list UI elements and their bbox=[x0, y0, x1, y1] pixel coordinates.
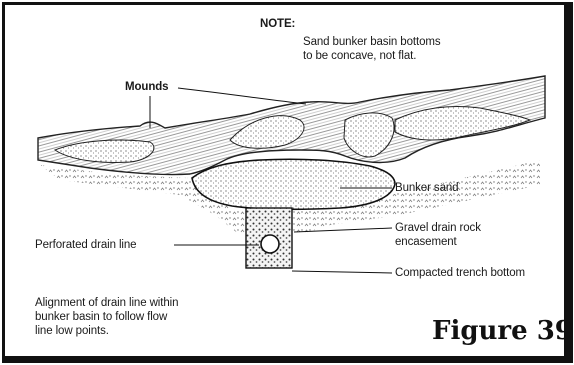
bunker-sand-label: Bunker sand bbox=[395, 181, 458, 195]
alignment-note-line-3: line low points. bbox=[35, 324, 109, 338]
compacted-leader bbox=[292, 271, 392, 273]
figure-label: Figure 39 bbox=[432, 316, 573, 346]
alignment-note-line-1: Alignment of drain line within bbox=[35, 296, 178, 310]
mounds-leader bbox=[178, 88, 306, 104]
perforated-drain-label: Perforated drain line bbox=[35, 238, 136, 252]
alignment-note-line-2: bunker basin to follow flow bbox=[35, 310, 167, 324]
compacted-trench-label: Compacted trench bottom bbox=[395, 266, 525, 280]
note-line-1: Sand bunker basin bottoms bbox=[303, 35, 441, 49]
bunker-sand-basin bbox=[192, 159, 395, 209]
note-title: NOTE: bbox=[260, 17, 295, 31]
note-line-2: to be concave, not flat. bbox=[303, 49, 416, 63]
perforated-drain-pipe bbox=[261, 235, 279, 253]
gravel-label-line-2: encasement bbox=[395, 235, 457, 249]
gravel-label-line-1: Gravel drain rock bbox=[395, 221, 481, 235]
mounds-label: Mounds bbox=[125, 80, 168, 94]
